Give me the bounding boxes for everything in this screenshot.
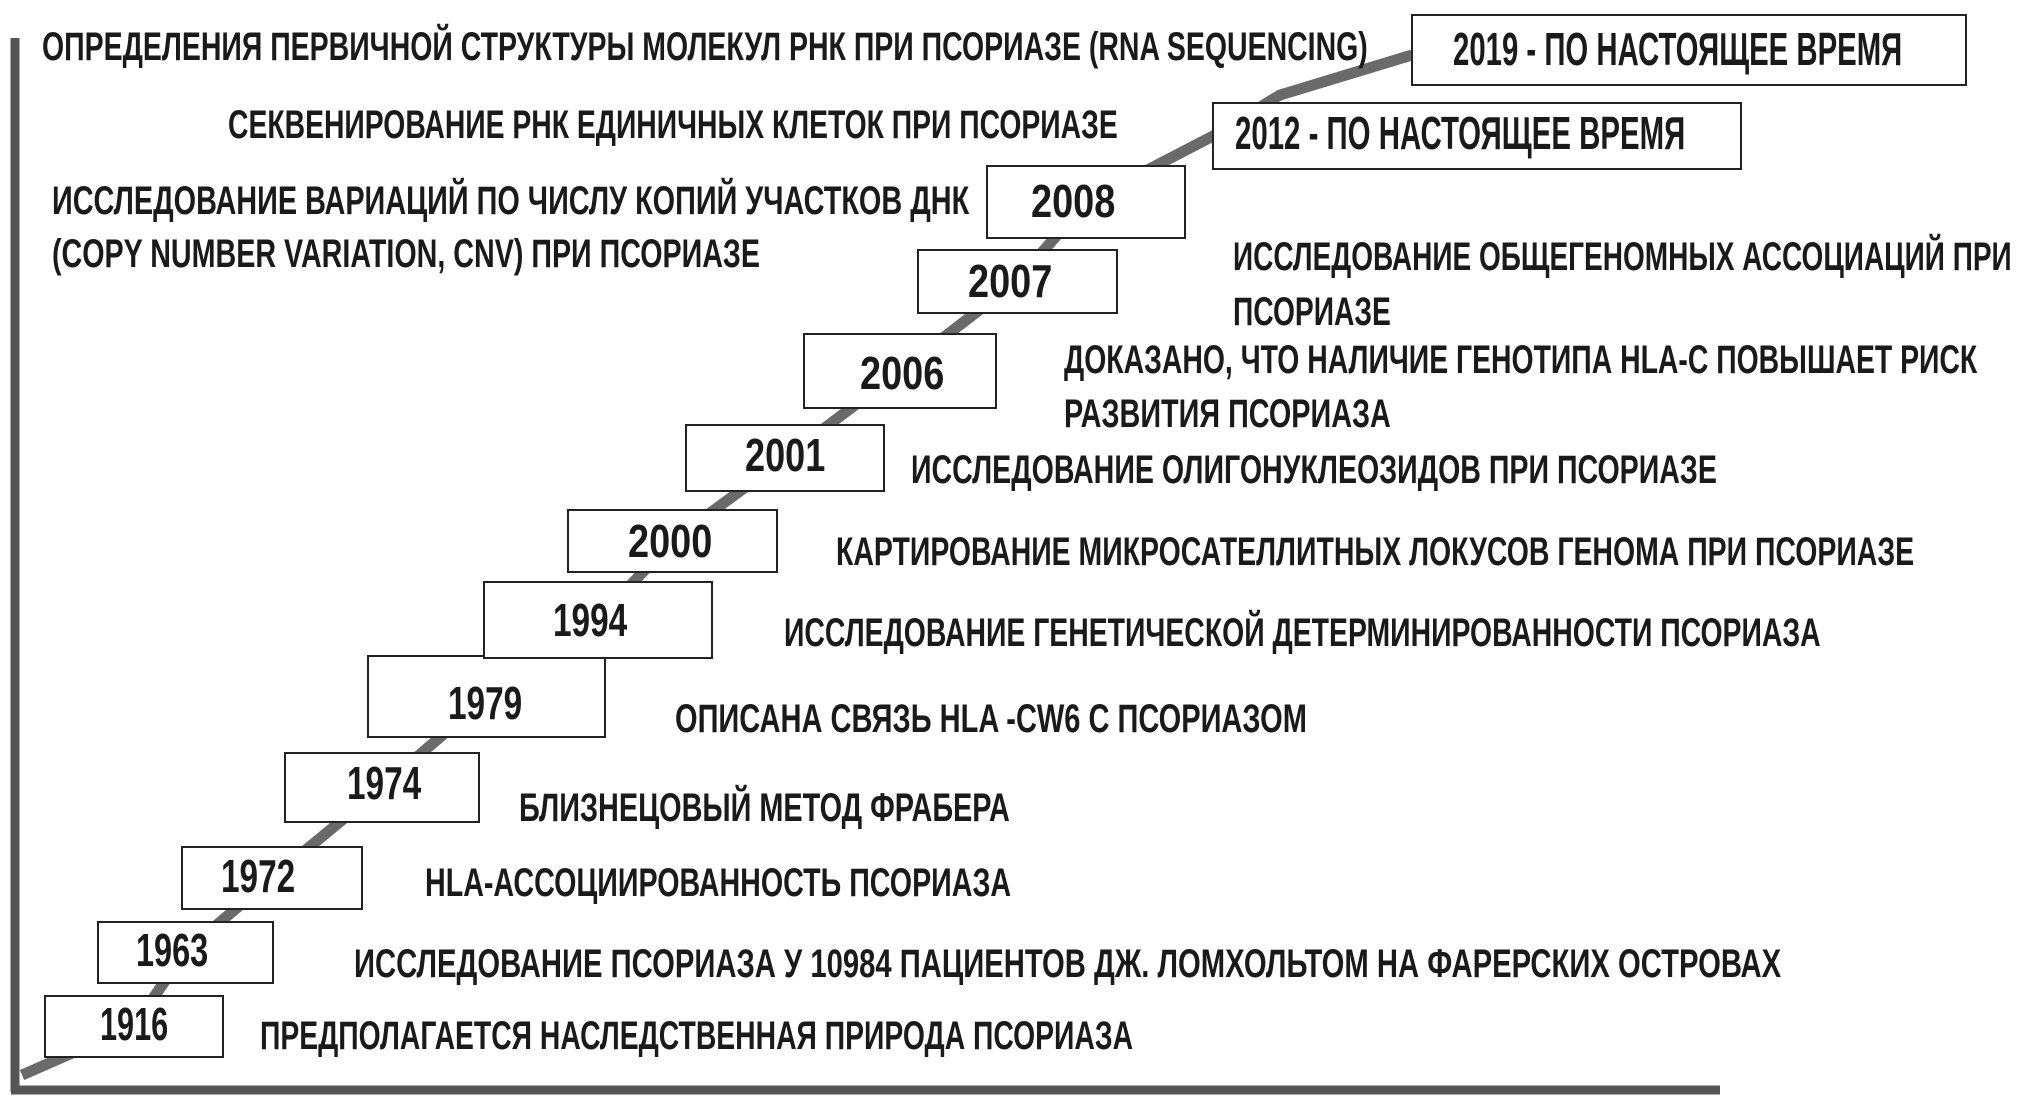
event-description-2008-line-2: (COPY NUMBER VARIATION, CNV) ПРИ ПСОРИАЗ…: [52, 232, 761, 276]
year-box-1974: [284, 752, 480, 823]
event-description-2006-line-2: РАЗВИТИЯ ПСОРИАЗА: [1064, 392, 1391, 436]
year-label-2001: 2001: [745, 429, 826, 481]
year-box-1994: [483, 581, 713, 659]
year-label-1916: 1916: [100, 998, 169, 1050]
year-label-2008: 2008: [1031, 175, 1116, 227]
year-box-1972: [181, 846, 363, 910]
year-box-2012: [1212, 102, 1742, 170]
year-box-2019: [1411, 14, 1967, 86]
event-description-1972: HLA-АССОЦИИРОВАННОСТЬ ПСОРИАЗА: [425, 861, 1012, 905]
year-box-2000: [567, 509, 778, 573]
year-label-1972: 1972: [221, 850, 296, 902]
event-description-2007-line-1: ИССЛЕДОВАНИЕ ОБЩЕГЕНОМНЫХ АССОЦИАЦИЙ ПРИ: [1233, 235, 2012, 279]
year-box-1916: [44, 995, 224, 1058]
year-label-1994: 1994: [553, 594, 628, 646]
year-box-2008: [986, 165, 1186, 239]
year-label-2007: 2007: [968, 255, 1053, 307]
year-label-2019: 2019 - ПО НАСТОЯЩЕЕ ВРЕМЯ: [1453, 23, 1903, 75]
event-description-1979: ОПИСАНА СВЯЗЬ HLA -CW6 С ПСОРИАЗОМ: [675, 697, 1307, 741]
event-description-2008-line-1: ИССЛЕДОВАНИЕ ВАРИАЦИЙ ПО ЧИСЛУ КОПИЙ УЧА…: [52, 179, 970, 223]
year-box-1963: [97, 921, 274, 984]
event-description-1994: ИССЛЕДОВАНИЕ ГЕНЕТИЧЕСКОЙ ДЕТЕРМИНИРОВАН…: [784, 611, 1821, 655]
year-label-1963: 1963: [136, 924, 209, 976]
year-box-2001: [685, 424, 885, 492]
event-description-2000: КАРТИРОВАНИЕ МИКРОСАТЕЛЛИТНЫХ ЛОКУСОВ ГЕ…: [836, 530, 1915, 574]
year-label-1974: 1974: [347, 757, 422, 809]
event-description-1916: ПРЕДПОЛАГАЕТСЯ НАСЛЕДСТВЕННАЯ ПРИРОДА ПС…: [260, 1014, 1134, 1058]
year-box-2006: [803, 333, 997, 409]
event-description-2019: ОПРЕДЕЛЕНИЯ ПЕРВИЧНОЙ СТРУКТУРЫ МОЛЕКУЛ …: [42, 25, 1368, 69]
year-box-1979: [367, 655, 606, 738]
year-label-2012: 2012 - ПО НАСТОЯЩЕЕ ВРЕМЯ: [1235, 107, 1686, 159]
year-label-1979: 1979: [448, 677, 523, 729]
event-description-2012: СЕКВЕНИРОВАНИЕ РНК ЕДИНИЧНЫХ КЛЕТОК ПРИ …: [228, 103, 1118, 147]
event-description-1963: ИССЛЕДОВАНИЕ ПСОРИАЗА У 10984 ПАЦИЕНТОВ …: [354, 942, 1782, 986]
year-label-2000: 2000: [628, 515, 713, 567]
year-box-2007: [917, 249, 1118, 314]
event-description-2007-line-2: ПСОРИАЗЕ: [1233, 290, 1391, 334]
event-description-2001: ИССЛЕДОВАНИЕ ОЛИГОНУКЛЕОЗИДОВ ПРИ ПСОРИА…: [911, 448, 1717, 492]
year-label-2006: 2006: [860, 347, 945, 399]
event-description-2006-line-1: ДОКАЗАНО, ЧТО НАЛИЧИЕ ГЕНОТИПА HLA-C ПОВ…: [1064, 338, 1978, 382]
event-description-1974: БЛИЗНЕЦОВЫЙ МЕТОД ФРАБЕРА: [519, 786, 1010, 830]
